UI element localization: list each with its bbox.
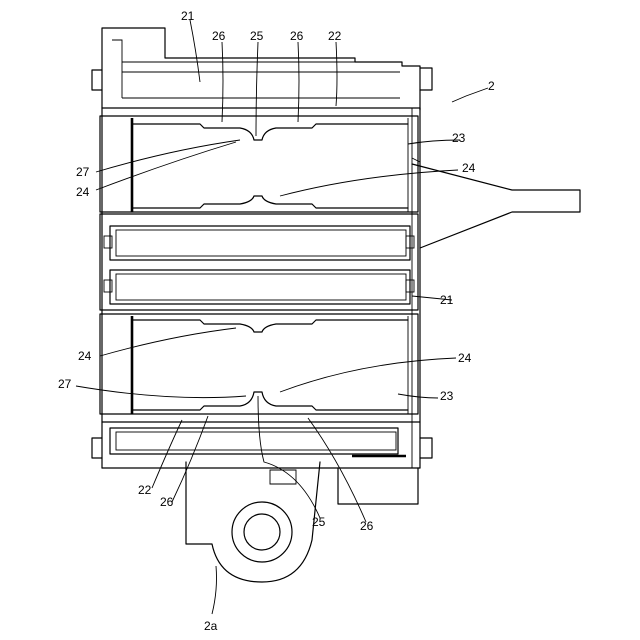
label-26-top-right: 26 bbox=[290, 29, 304, 43]
label-2: 2 bbox=[488, 79, 495, 93]
label-2a: 2a bbox=[204, 619, 218, 633]
label-24-top-right: 24 bbox=[462, 161, 476, 175]
label-21-top: 21 bbox=[181, 9, 195, 23]
label-27-bottom: 27 bbox=[58, 377, 72, 391]
label-25-top: 25 bbox=[250, 29, 264, 43]
label-22-top: 22 bbox=[328, 29, 342, 43]
lower-lens-unit bbox=[100, 314, 418, 414]
leader-lines bbox=[76, 20, 488, 614]
label-26-top-left: 26 bbox=[212, 29, 226, 43]
label-26-bottom-left: 26 bbox=[160, 495, 174, 509]
outer-housing bbox=[92, 28, 432, 468]
label-24-low-left: 24 bbox=[78, 349, 92, 363]
label-27-top: 27 bbox=[76, 165, 90, 179]
middle-lens-pair bbox=[100, 214, 418, 310]
bracket-2a bbox=[186, 462, 320, 582]
label-23-bottom: 23 bbox=[440, 389, 454, 403]
label-25-bottom: 25 bbox=[312, 515, 326, 529]
upper-lens-unit bbox=[100, 116, 418, 212]
label-24-top-left: 24 bbox=[76, 185, 90, 199]
label-26-bottom-right: 26 bbox=[360, 519, 374, 533]
label-22-bottom: 22 bbox=[138, 483, 152, 497]
label-21-mid: 21 bbox=[440, 293, 454, 307]
label-24-low-right: 24 bbox=[458, 351, 472, 365]
reference-numerals: 21 26 25 26 22 2 23 27 24 24 21 24 24 27… bbox=[58, 9, 495, 633]
label-23-top: 23 bbox=[452, 131, 466, 145]
